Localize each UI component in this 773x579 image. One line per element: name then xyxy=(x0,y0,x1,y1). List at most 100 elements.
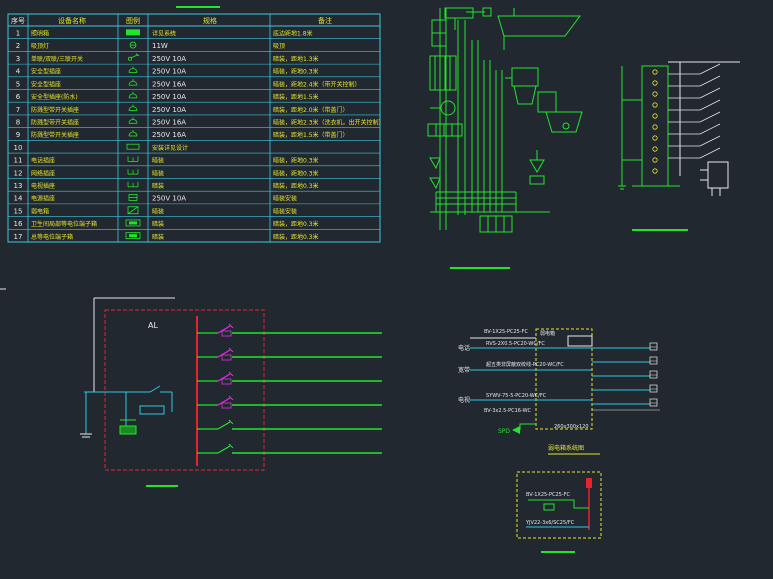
row-spec: 250V 16A xyxy=(152,118,186,126)
terminal-leader xyxy=(699,111,721,123)
circuit-breaker-icon xyxy=(217,421,231,430)
row-note: 暗装，距地2.3米（洗衣机，出开关控制） xyxy=(273,118,385,126)
terminal-frame xyxy=(618,65,680,190)
header-note: 备注 xyxy=(318,16,332,25)
terminal-ground-device-icon xyxy=(700,161,729,196)
row-number: 14 xyxy=(14,195,23,203)
terminal-screw-icon xyxy=(652,113,658,119)
terminal-screw-icon xyxy=(652,69,658,75)
row-device-name: 吸顶灯 xyxy=(31,42,49,50)
row-note: 暗装安装 xyxy=(273,195,297,203)
row-number: 15 xyxy=(14,207,23,215)
socket-icon xyxy=(128,66,138,73)
washbasin-upper-icon xyxy=(497,8,581,50)
terminal-screw-icon xyxy=(652,80,658,86)
weak-outlet-icon xyxy=(649,370,658,379)
row-note: 底边距地1.8米 xyxy=(273,30,313,38)
row-number: 6 xyxy=(16,93,21,101)
row-spec: 详见系统 xyxy=(152,30,176,38)
row-device-name: 防溅型带开关插座 xyxy=(31,118,79,126)
row-number: 4 xyxy=(16,68,21,76)
row-note: 暗装，距地0.3米 xyxy=(273,169,319,177)
row-device-name: 安全型插座(防水) xyxy=(31,93,78,101)
row-note: 暗装，距地0.3米 xyxy=(273,233,319,241)
circuit-breaker-icon xyxy=(217,445,231,454)
row-number: 16 xyxy=(14,220,23,228)
data-line-label: 超五类非屏蔽双绞线-PC20-WC/FC xyxy=(486,361,564,368)
rcd-icon xyxy=(221,330,232,337)
row-spec: 250V 10A xyxy=(152,55,186,63)
weak-outlet xyxy=(592,384,658,393)
row-note: 暗装，距地1.5米（带盖门） xyxy=(273,131,349,139)
weak-outlet xyxy=(592,342,658,351)
spd-arrow-icon xyxy=(512,426,520,434)
weak-current-box-diagram: 弱电箱 260x300x120 BV-1X25-PC25-FC RVS-2X0.… xyxy=(458,328,660,455)
table-frame xyxy=(7,13,381,243)
circuit-breaker-icon xyxy=(217,397,231,406)
cable-in-label: BV-1X25-PC25-FC xyxy=(484,329,529,335)
meter-icon xyxy=(430,100,456,116)
table-row: 8 防溅型带开关插座 250V 16A 暗装，距地2.3米（洗衣机，出开关控制） xyxy=(16,117,385,126)
weak-box-module xyxy=(567,335,593,347)
weak-box-bottom-label: 260x300x120 xyxy=(554,424,589,430)
circuit-breaker-icon xyxy=(217,349,231,358)
row-device-name: 卫生间局部等电位端子箱 xyxy=(31,220,97,228)
row-device-name: 电话插座 xyxy=(31,157,55,165)
row-device-name: 安全型插座 xyxy=(31,80,61,88)
row-device-name: 防溅型带开关插座 xyxy=(31,106,79,114)
terminal-leader xyxy=(699,87,721,99)
outgoing-circuit xyxy=(197,395,382,409)
terminal-screw-icon xyxy=(652,124,658,130)
grounding-connector-icon xyxy=(543,503,555,511)
weak-outlet xyxy=(592,356,658,365)
washbasin-lower-icon xyxy=(537,91,583,133)
row-number: 5 xyxy=(16,80,20,88)
row-number: 17 xyxy=(14,233,23,241)
row-number: 10 xyxy=(14,144,23,152)
terminal-leader xyxy=(699,75,721,87)
breaker-tick xyxy=(228,443,234,449)
row-spec: 250V 10A xyxy=(152,68,186,76)
row-device-name: 网络插座 xyxy=(31,169,55,177)
data-outlet-icon xyxy=(127,169,139,175)
grounding-box-diagram: BV-1X25-PC25-FC YJV22-3x6/SC25/FC xyxy=(516,471,602,553)
weak-box-icon xyxy=(127,206,139,215)
header-symbol: 图例 xyxy=(126,16,140,25)
tel-line-label: RVS-2X0.5-PC20-WC/FC xyxy=(486,341,545,347)
tv-outlet-icon xyxy=(127,181,139,188)
terminal-screw-icon xyxy=(652,146,658,152)
breaker-tick xyxy=(228,323,234,329)
row-note: 暗装，距地1.5米 xyxy=(273,93,319,101)
terminal-screw-icon xyxy=(652,157,658,163)
socket-icon xyxy=(128,104,138,111)
weak-outlet-icon xyxy=(649,384,658,393)
terminal-leader xyxy=(699,135,721,147)
terminal-leader xyxy=(699,123,721,135)
row-device-name: 电视插座 xyxy=(31,182,55,190)
phone-outlet-icon xyxy=(127,156,139,162)
row-spec: 暗装 xyxy=(152,233,164,241)
row-device-name: 弱电箱 xyxy=(31,207,49,215)
row-spec: 250V 10A xyxy=(152,106,186,114)
terminal-leader xyxy=(699,63,721,75)
outgoing-circuits xyxy=(197,323,382,454)
row-device-name: 电源插座 xyxy=(31,195,55,203)
switch-icon xyxy=(127,53,140,61)
row-number: 9 xyxy=(16,131,20,139)
ceiling-light-icon xyxy=(129,41,137,49)
toilet-icon xyxy=(505,67,539,105)
socket-icon xyxy=(128,91,138,99)
row-number: 8 xyxy=(16,118,20,126)
weak-diagram-title: 弱电箱系统图 xyxy=(548,444,584,452)
tap-icons xyxy=(429,150,545,190)
row-note: 吸顶 xyxy=(273,43,285,50)
